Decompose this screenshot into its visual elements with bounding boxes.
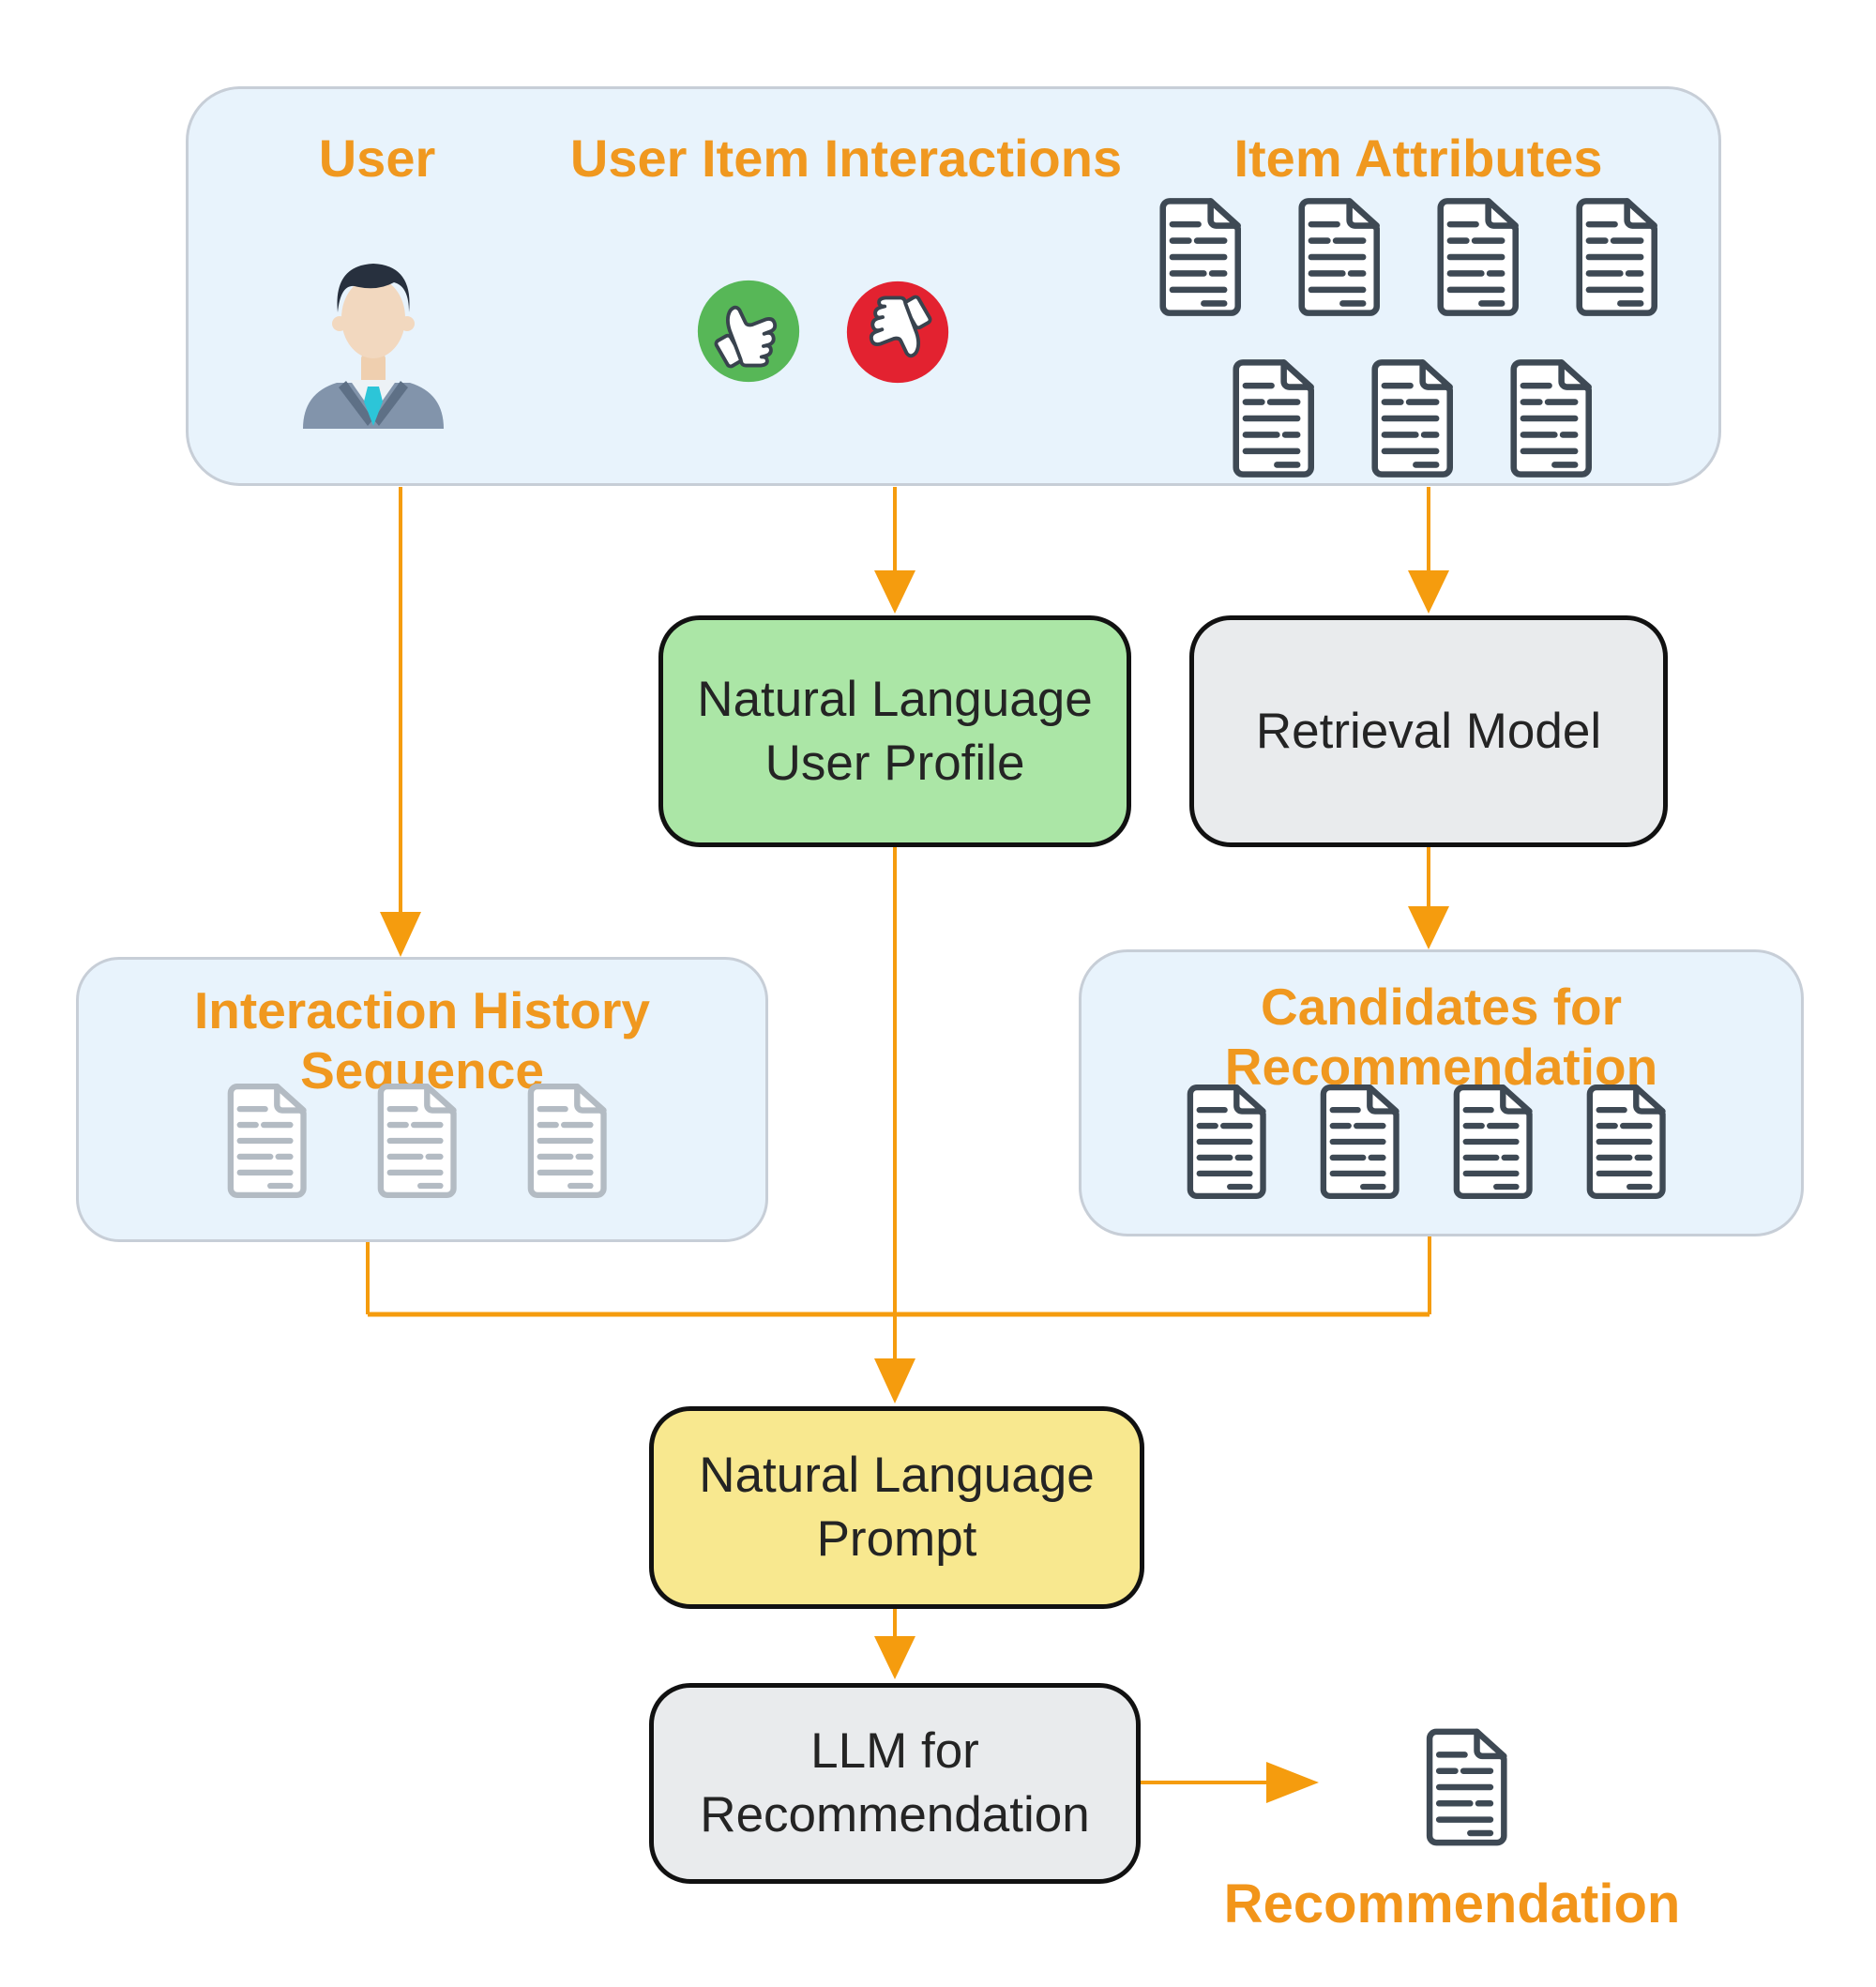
document-icon — [1576, 198, 1657, 316]
candidates-doc-row — [1181, 1075, 1671, 1208]
nl-prompt-node: Natural Language Prompt — [649, 1406, 1144, 1609]
document-icon — [1586, 1084, 1666, 1200]
arrowhead-attributes-to-retrieval — [1408, 570, 1449, 614]
retrieval-model-text: Retrieval Model — [1255, 703, 1602, 759]
llm-text: LLM for Recommendation — [700, 1723, 1090, 1843]
document-icon — [527, 1083, 607, 1199]
thumbs-up-icon — [697, 280, 800, 383]
nl-prompt-text: Natural Language Prompt — [699, 1448, 1095, 1567]
person-icon — [303, 264, 444, 429]
recommendation-doc-slot — [1420, 1722, 1512, 1852]
document-icon — [1159, 198, 1241, 316]
retrieval-model-node: Retrieval Model — [1189, 615, 1668, 847]
recommendation-label: Recommendation — [1223, 1873, 1681, 1934]
candidates-title: Candidates for Recommendation — [1224, 978, 1658, 1096]
nl-user-profile-text: Natural Language User Profile — [697, 671, 1093, 791]
thumbs-down-icon — [846, 281, 949, 384]
nl-user-profile-node: Natural Language User Profile — [658, 615, 1131, 847]
user-item-interactions-label: User Item Interactions — [569, 129, 1123, 188]
arrowhead-merge-to-prompt — [874, 1358, 915, 1403]
document-icon — [1453, 1084, 1533, 1200]
document-icon — [1426, 1728, 1507, 1846]
llm-node: LLM for Recommendation — [649, 1683, 1141, 1884]
arrowhead-user-to-history — [380, 912, 421, 957]
interaction-history-title: Interaction History Sequence — [194, 981, 650, 1100]
user-label: User — [318, 129, 436, 188]
document-icon — [1298, 198, 1380, 316]
document-icon — [377, 1083, 457, 1199]
document-icon — [227, 1083, 307, 1199]
arrowhead-retrieval-to-candidates — [1408, 906, 1449, 949]
document-icon — [1371, 359, 1453, 478]
item-attributes-label: Item Attributes — [1233, 129, 1603, 188]
document-icon — [1233, 359, 1314, 478]
arrowhead-llm-to-recommendation — [1266, 1762, 1319, 1803]
arrowhead-interactions-to-profile — [874, 570, 915, 614]
document-icon — [1320, 1084, 1399, 1200]
document-icon — [1187, 1084, 1266, 1200]
interaction-history-doc-row — [221, 1075, 612, 1206]
document-icon — [1510, 359, 1592, 478]
item-attributes-doc-row-2 — [1226, 358, 1597, 478]
item-attributes-doc-row-1 — [1153, 197, 1663, 317]
arrowhead-prompt-to-llm — [874, 1636, 915, 1679]
document-icon — [1437, 198, 1519, 316]
